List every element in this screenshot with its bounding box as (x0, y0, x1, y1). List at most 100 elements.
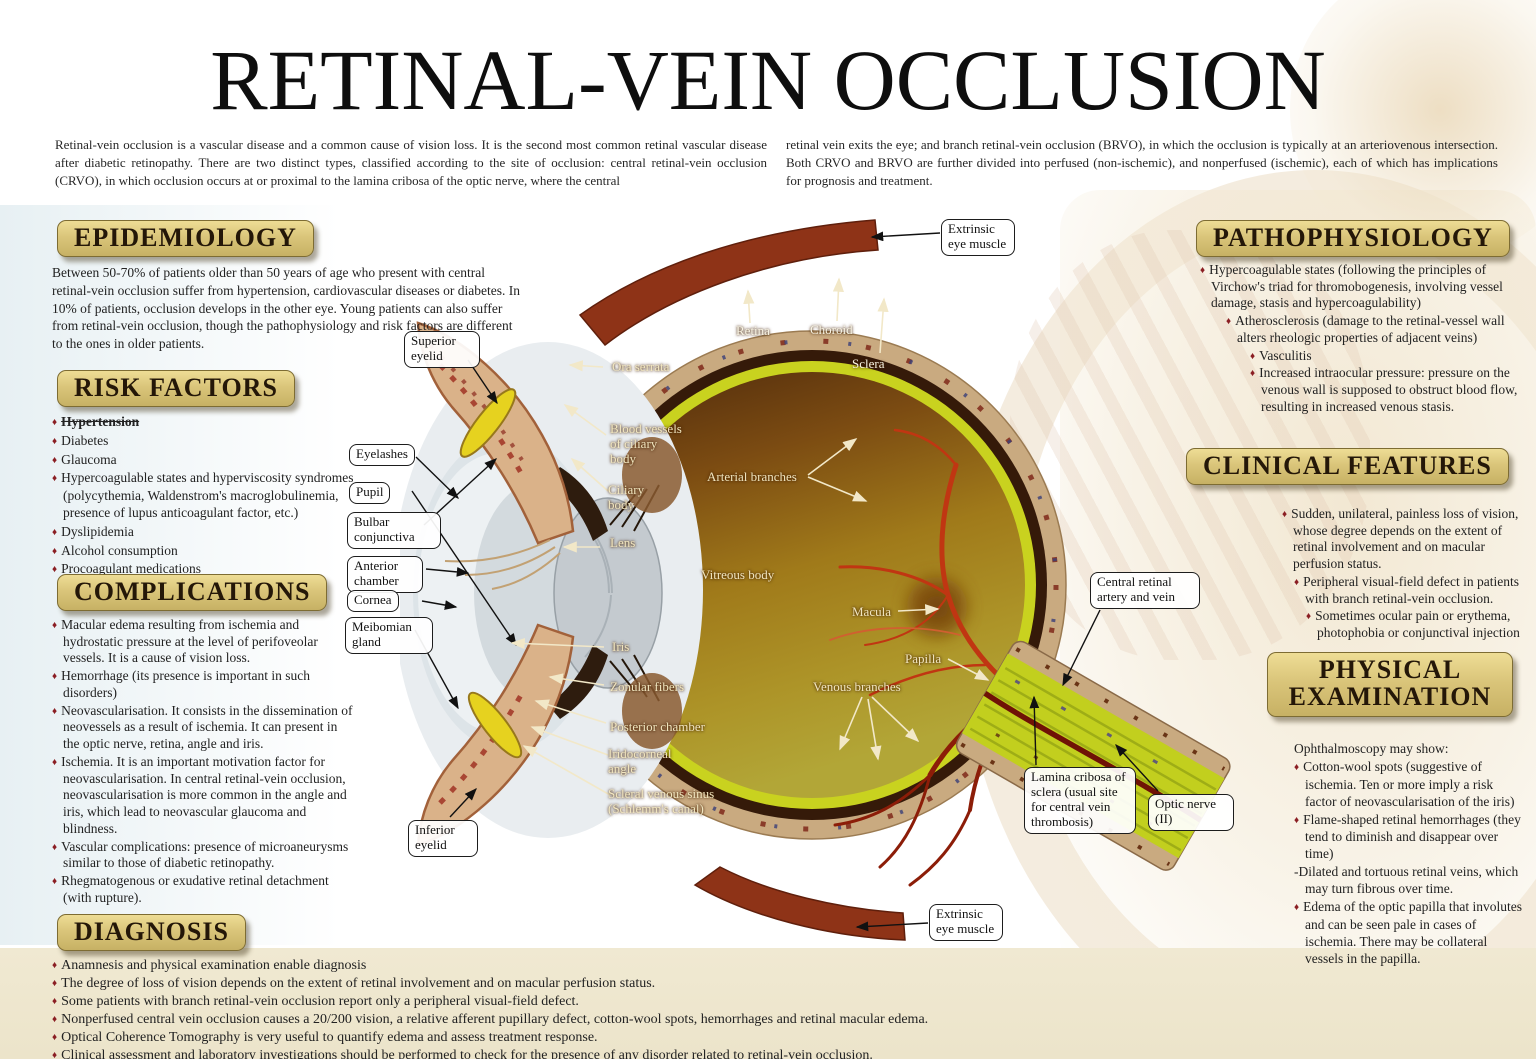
meibomian-gland-shape (459, 388, 517, 458)
label-arterial-branches: Arterial branches (707, 469, 797, 484)
bullet-icon: ♦ (1226, 316, 1232, 328)
label-ciliary-body: Ciliary body (608, 482, 645, 512)
bullet-icon: ♦ (52, 960, 58, 971)
bullet-icon: ♦ (52, 545, 58, 557)
extrinsic-muscle-bottom-shape (693, 866, 906, 941)
diagnosis-list: ♦Anamnesis and physical examination enab… (52, 958, 1472, 1059)
risk-factors-list: ♦Hypertension ♦Diabetes ♦Glaucoma ♦Hyper… (52, 413, 357, 579)
bullet-icon: ♦ (1250, 350, 1256, 362)
list-item: ♦Alcohol consumption (52, 542, 178, 558)
label-lens: Lens (610, 535, 636, 550)
clinical-features-list: ♦Sudden, unilateral, painless loss of vi… (1282, 506, 1524, 643)
bullet-icon: ♦ (52, 620, 58, 631)
list-item: ♦The degree of loss of vision depends on… (52, 975, 656, 991)
bullet-icon: ♦ (52, 564, 58, 576)
complications-header: COMPLICATIONS (57, 574, 328, 612)
bullet-icon: ♦ (1282, 509, 1288, 520)
eye-cross-section-diagram (400, 219, 1231, 941)
eyeball-globe (557, 330, 1067, 840)
list-item: ♦Rhegmatogenous or exudative retinal det… (52, 873, 329, 905)
list-item: ♦Cotton-wool spots (suggestive of ischem… (1294, 759, 1515, 809)
list-item: ♦Anamnesis and physical examination enab… (52, 958, 367, 973)
bullet-icon: ♦ (52, 1013, 58, 1025)
bullet-icon: ♦ (1250, 368, 1256, 380)
list-item: ♦Vasculitis (1250, 347, 1312, 363)
list-item: ♦Flame-shaped retinal hemorrhages (they … (1294, 811, 1521, 862)
bullet-icon: ♦ (52, 473, 58, 485)
bullet-icon: ♦ (52, 671, 58, 683)
label-choroid: Choroid (810, 322, 853, 337)
bullet-icon: ♦ (1294, 762, 1300, 773)
eyelashes-shape (444, 539, 561, 590)
label-retina: Retina (736, 323, 770, 338)
label-pupil: Pupil (349, 482, 391, 504)
label-papilla: Papilla (905, 651, 942, 666)
bullet-icon: ♦ (52, 995, 58, 1007)
bullet-icon: ♦ (1306, 611, 1312, 623)
list-item: ♦Glaucoma (52, 451, 117, 467)
label-sclera: Sclera (852, 356, 885, 371)
label-iridocorneal-angle: Iridocorneal angle (608, 746, 672, 776)
list-item: ♦Some patients with branch retinal-vein … (52, 993, 579, 1009)
label-pointer-lines-cream (510, 277, 990, 796)
label-posterior-chamber: Posterior chamber (610, 719, 705, 734)
list-item: ♦Atherosclerosis (damage to the retinal-… (1226, 313, 1505, 345)
bottom-cream-band (0, 948, 1536, 1059)
page-title: RETINAL-VEIN OCCLUSION (210, 32, 1326, 128)
bullet-icon: ♦ (52, 756, 58, 768)
label-macula: Macula (852, 604, 891, 619)
ciliary-body-shape (622, 437, 682, 513)
bullet-icon: ♦ (52, 435, 58, 447)
list-item: ♦Procoagulant medications (52, 561, 201, 577)
bullet-icon: ♦ (52, 876, 58, 888)
physical-examination-header-line2: EXAMINATION (1288, 682, 1492, 712)
pathophysiology-header: PATHOPHYSIOLOGY (1196, 220, 1510, 258)
list-item: ♦Nonperfused central vein occlusion caus… (52, 1011, 929, 1027)
label-superior-eyelid: Superior eyelid (404, 331, 480, 368)
label-vitreous-body: Vitreous body (701, 567, 775, 582)
diagnosis-header: DIAGNOSIS (57, 914, 246, 952)
bullet-icon: ♦ (1200, 265, 1206, 276)
bullet-icon: ♦ (52, 1031, 58, 1043)
list-item: ♦Edema of the optic papilla that involut… (1294, 899, 1523, 966)
list-item: ♦Sudden, unilateral, painless loss of vi… (1282, 506, 1519, 572)
list-item: ♦Clinical assessment and laboratory inve… (52, 1047, 873, 1059)
label-blood-vessels-ciliary-body: Blood vessels of ciliary body (610, 421, 682, 466)
physical-examination-intro: Ophthalmoscopy may show: (1294, 741, 1449, 756)
bullet-icon: ♦ (52, 526, 58, 538)
list-item: ♦Hypercoagulable states and hyperviscosi… (52, 470, 354, 521)
list-item: ♦Dyslipidemia (52, 523, 134, 539)
bullet-icon: ♦ (52, 417, 58, 428)
intro-paragraph-left: Retinal-vein occlusion is a vascular dis… (55, 137, 767, 189)
label-extrinsic-eye-muscle-top: Extrinsic eye muscle (941, 219, 1015, 256)
epidemiology-body: Between 50-70% of patients older than 50… (52, 265, 520, 352)
label-bulbar-conjunctiva: Bulbar conjunctiva (347, 512, 441, 549)
bullet-icon: ♦ (1294, 814, 1300, 826)
bullet-icon: ♦ (1294, 902, 1300, 914)
bullet-icon: ♦ (52, 841, 58, 853)
bullet-icon: ♦ (52, 977, 58, 989)
list-item: ♦Peripheral visual-field defect in patie… (1294, 573, 1520, 606)
physical-examination-list: ♦Cotton-wool spots (suggestive of ischem… (1294, 758, 1524, 968)
risk-factors-header: RISK FACTORS (57, 370, 295, 408)
list-item: ♦Increased intraocular pressure: pressur… (1250, 365, 1518, 414)
anterior-segment (400, 321, 703, 847)
bullet-icon: ♦ (52, 1049, 58, 1059)
pathophysiology-list: ♦Hypercoagulable states (following the p… (1200, 262, 1534, 417)
list-item: ♦Diabetes (52, 432, 109, 448)
list-item: ♦Hemorrhage (its presence is important i… (52, 668, 311, 700)
epidemiology-header: EPIDEMIOLOGY (57, 220, 314, 258)
list-item: ♦Vascular complications: presence of mic… (52, 838, 349, 871)
physical-examination-header: PHYSICAL EXAMINATION (1267, 652, 1513, 717)
intro-paragraph-right: retinal vein exits the eye; and branch r… (786, 137, 1498, 189)
list-item: ♦Hypercoagulable states (following the p… (1200, 262, 1503, 311)
label-meibomian-gland: Meibomian gland (345, 617, 433, 654)
label-extrinsic-eye-muscle-bottom: Extrinsic eye muscle (929, 904, 1003, 941)
list-item: ♦Neovascularisation. It consists in the … (52, 702, 353, 752)
label-iris: Iris (612, 639, 630, 654)
list-item: -Dilated and tortuous retinal veins, whi… (1294, 864, 1519, 897)
label-optic-nerve: Optic nerve (II) (1148, 794, 1234, 831)
list-item: ♦Macular edema resulting from ischemia a… (52, 617, 318, 666)
label-venous-branches: Venous branches (813, 679, 901, 694)
